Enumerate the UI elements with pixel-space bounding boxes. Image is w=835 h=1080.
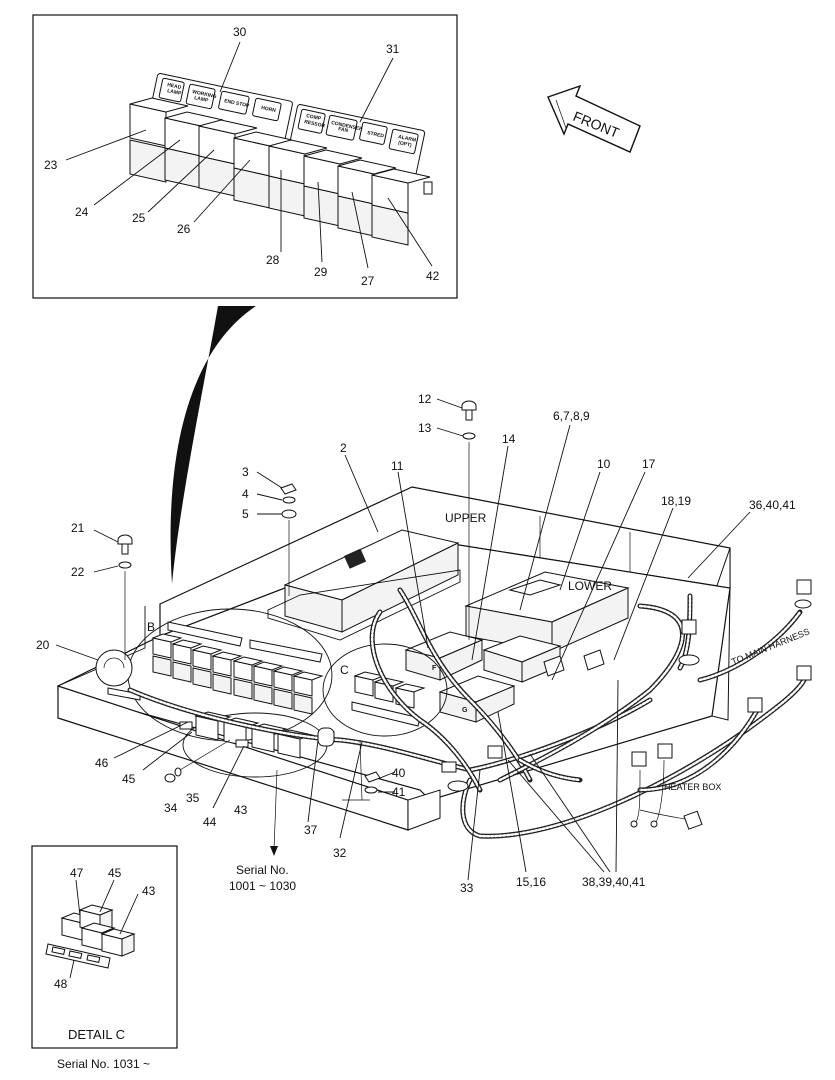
label-end-stop: END STOP	[224, 98, 251, 109]
grommet-37	[317, 727, 335, 747]
detail-c-inset: 47 45 43 48 DETAIL C	[31, 845, 178, 1049]
callout-41: 41	[392, 785, 406, 799]
label-strip-right: COMP RESSOR CONDENSER FAN STRED ALARM (O…	[287, 104, 426, 182]
callout-45: 45	[122, 772, 136, 786]
label-strip-left: HEAD LAMP WORKING LAMP END STOP HORN	[147, 73, 293, 151]
main-leader-lines	[55, 398, 751, 881]
callout-37: 37	[304, 823, 318, 837]
detail-c-title: DETAIL C	[68, 1027, 125, 1042]
screw-12-13	[461, 400, 477, 640]
upper-label: UPPER	[445, 511, 487, 525]
callout-30: 30	[233, 25, 247, 39]
callout-10: 10	[597, 457, 611, 471]
serial-from-1031: Serial No. 1031 ~	[57, 1057, 150, 1071]
callout-20: 20	[36, 638, 50, 652]
callout-32: 32	[333, 846, 347, 860]
callout-35: 35	[186, 791, 200, 805]
callout-43: 43	[234, 803, 248, 817]
relay-bank-c: C	[322, 643, 448, 737]
module-f: F	[404, 631, 484, 681]
serial-range-1: Serial No.	[236, 863, 289, 877]
label-working-lamp-2: LAMP	[194, 95, 210, 104]
serial-range-2: 1001 ~ 1030	[229, 879, 296, 893]
callout-4: 4	[242, 487, 249, 501]
front-direction-arrow: FRONT	[547, 84, 641, 153]
to-main-harness-label: TO MAIN HARNESS	[730, 626, 811, 666]
harness-connectors	[319, 579, 812, 830]
callout-14: 14	[502, 432, 516, 446]
callout-29: 29	[314, 265, 328, 279]
callout-17: 17	[642, 457, 656, 471]
callout-11: 11	[391, 459, 404, 473]
callout-15-16: 15,16	[516, 875, 546, 889]
label-comp-2: RESSOR	[304, 119, 326, 129]
relay-detail-inset: HEAD LAMP WORKING LAMP END STOP HORN COM…	[32, 14, 458, 299]
callout-36-40-41: 36,40,41	[749, 498, 796, 512]
callout-46: 46	[95, 756, 109, 770]
callout-21: 21	[71, 521, 85, 535]
relay-bank-b: B	[127, 608, 333, 742]
upper-controller-module	[267, 529, 461, 641]
label-c: C	[340, 663, 349, 677]
detail-callout-45: 45	[108, 866, 122, 880]
lower-label: LOWER	[568, 579, 612, 593]
label-g: G	[462, 707, 468, 714]
callout-33: 33	[460, 881, 474, 895]
callout-27: 27	[361, 274, 375, 288]
nut-40-41	[342, 739, 381, 801]
label-head-lamp-1: HEAD	[167, 82, 182, 91]
heater-box-label: HEATER BOX	[664, 782, 721, 792]
callout-5: 5	[242, 507, 249, 521]
bolt-34-35	[164, 739, 231, 783]
label-alarm-2: (OPT)	[398, 140, 413, 149]
label-alarm-1: ALARM	[398, 134, 417, 144]
callout-2: 2	[340, 441, 347, 455]
callout-34: 34	[164, 801, 178, 815]
label-comp-1: COMP	[306, 113, 323, 122]
callout-42: 42	[426, 269, 440, 283]
label-working-lamp-1: WORKING	[192, 89, 218, 100]
callout-23: 23	[44, 158, 58, 172]
inset-leader-lines	[65, 41, 433, 269]
label-stred: STRED	[367, 130, 385, 139]
callout-24: 24	[75, 205, 89, 219]
callout-31: 31	[386, 42, 400, 56]
callout-40: 40	[392, 766, 406, 780]
label-horn: HORN	[261, 105, 277, 114]
label-condenser-2: FAN	[338, 126, 349, 134]
screw-21-22	[117, 534, 133, 660]
callout-26: 26	[177, 222, 191, 236]
label-head-lamp-2: LAMP	[167, 88, 183, 97]
callout-22: 22	[71, 565, 85, 579]
callout-18-19: 18,19	[661, 494, 691, 508]
label-f: F	[432, 665, 437, 672]
callout-38-39-40-41: 38,39,40,41	[582, 875, 646, 889]
wire-harness	[127, 587, 808, 839]
callout-25: 25	[132, 211, 146, 225]
callout-28: 28	[266, 253, 280, 267]
detail-pointer-swoosh	[170, 306, 256, 584]
detail-callout-48: 48	[54, 977, 68, 991]
callout-6-7-8-9: 6,7,8,9	[553, 409, 590, 423]
label-b: B	[147, 620, 155, 634]
detail-callout-43: 43	[142, 884, 156, 898]
callout-3: 3	[242, 465, 249, 479]
detail-callout-47: 47	[70, 866, 84, 880]
callout-13: 13	[418, 421, 432, 435]
control-box-assembly: F G B	[36, 392, 812, 895]
callout-12: 12	[418, 392, 432, 406]
callout-44: 44	[203, 815, 217, 829]
